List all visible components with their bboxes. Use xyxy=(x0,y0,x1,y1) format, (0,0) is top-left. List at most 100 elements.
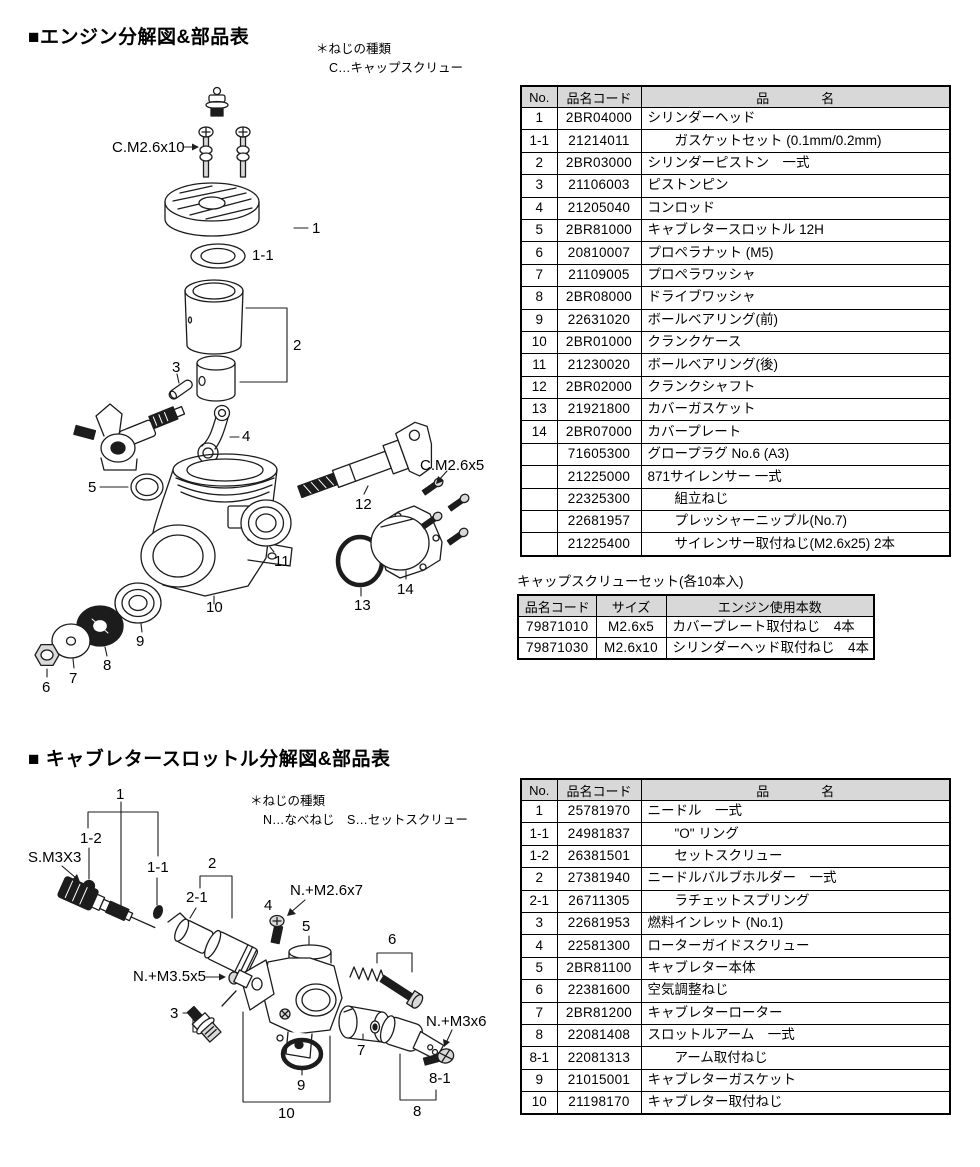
engine-diagram-drawing xyxy=(34,86,470,678)
cell-code: 21225400 xyxy=(556,532,642,557)
callout-carb-1-1: 1-1 xyxy=(147,859,169,876)
cell-code: 21015001 xyxy=(556,1068,642,1093)
cell-name: カバープレート xyxy=(640,420,951,444)
cell-code: 22681953 xyxy=(556,911,642,936)
callout-carb-10: 10 xyxy=(278,1105,295,1122)
cell-no: 9 xyxy=(520,1068,558,1093)
carb-screw-note-line1: ＊ねじの種類 xyxy=(250,794,326,808)
needle-assembly-drawing xyxy=(57,876,156,929)
cell-name: ボールベアリング(前) xyxy=(640,308,951,332)
callout-carb-nm267: N.+M2.6x7 xyxy=(290,882,363,899)
callout-engine-11: 11 xyxy=(274,553,290,570)
cell-code: 21225000 xyxy=(556,465,642,489)
table-row: 21225400 サイレンサー取付ねじ(M2.6x25) 2本 xyxy=(520,532,951,557)
cell-code: 24981837 xyxy=(556,822,642,846)
cell-no: 12 xyxy=(520,375,558,400)
cell-name: プレッシャーニップル(No.7) xyxy=(640,510,951,534)
header-no: No. xyxy=(520,85,558,108)
cell-name: "O" リング xyxy=(640,822,951,846)
cell-code: 2BR81100 xyxy=(556,956,642,981)
cell-no: 1 xyxy=(520,799,558,824)
cell-name: ボールベアリング(後) xyxy=(640,353,951,377)
callout-engine-9: 9 xyxy=(136,633,145,650)
arm-screw-drawing xyxy=(422,1048,455,1066)
cell-code: 2BR01000 xyxy=(556,330,642,355)
cell-no: 2 xyxy=(520,867,558,891)
callout-engine-3: 3 xyxy=(172,359,181,376)
callout-carb-1-2: 1-2 xyxy=(80,830,102,847)
cell-name: キャブレター取付ねじ xyxy=(640,1091,951,1115)
cell-name: ニードルバルブホルダー 一式 xyxy=(640,867,951,891)
carb-screw-note-line2: N…なべねじ S…セットスクリュー xyxy=(263,812,468,827)
cell-name: 空気調整ねじ xyxy=(640,979,951,1003)
carb-gasket-drawing xyxy=(280,1037,324,1071)
cell-name: クランクケース xyxy=(640,330,951,355)
cell-code: 2BR04000 xyxy=(556,106,642,131)
cell-no: 1-2 xyxy=(520,844,558,869)
cell-code: 21106003 xyxy=(556,174,642,198)
callout-carb-5: 5 xyxy=(302,918,311,935)
cell-code: 22325300 xyxy=(556,487,642,512)
cell-name: アーム取付ねじ xyxy=(640,1046,951,1070)
cell-code: 26381501 xyxy=(556,844,642,869)
cell-no: 1-1 xyxy=(520,129,558,153)
cell-no xyxy=(520,442,558,467)
head-screws-drawing xyxy=(198,126,251,178)
cell-name: サイレンサー取付ねじ(M2.6x25) 2本 xyxy=(640,532,951,557)
rear-bearing-drawing xyxy=(240,499,292,547)
cell-code: 2BR81000 xyxy=(556,218,642,243)
prop-nut-drawing xyxy=(34,643,60,667)
cell-no: 6 xyxy=(520,241,558,265)
table-header-row: No. 品名コード 品 名 xyxy=(520,778,951,801)
callout-engine-1: 1 xyxy=(312,220,321,237)
callout-carb-nm3x6: N.+M3x6 xyxy=(426,1013,487,1030)
cell-no: 7 xyxy=(520,1001,558,1025)
cell-code: 21109005 xyxy=(556,263,642,288)
cell-no xyxy=(520,487,558,512)
capset-caption: キャップスクリューセット(各10本入) xyxy=(517,574,744,589)
carb-diagram-drawing xyxy=(57,801,455,1103)
cell-code: 2BR07000 xyxy=(556,420,642,444)
crankshaft-drawing xyxy=(297,421,433,499)
carb-screw-note: ＊ねじの種類 N…なべねじ S…セットスクリュー xyxy=(250,792,468,830)
cell-no: 2 xyxy=(520,151,558,176)
header-name: 品 名 xyxy=(640,85,951,108)
callout-engine-1-1: 1-1 xyxy=(252,247,274,264)
throttle-arm-drawing xyxy=(379,1015,445,1061)
callout-carb-2-1: 2-1 xyxy=(186,889,208,906)
cell-name: 871サイレンサー 一式 xyxy=(640,465,951,489)
cell-size: M2.6x10 xyxy=(595,637,667,660)
cover-plate-drawing xyxy=(370,505,443,579)
cell-name: キャブレターローター xyxy=(640,1001,951,1025)
cell-code: 22081313 xyxy=(556,1046,642,1070)
cell-name: スロットルアーム 一式 xyxy=(640,1023,951,1048)
cell-name: 組立ねじ xyxy=(640,487,951,512)
callout-carb-nm3555: N.+M3.5x5 xyxy=(133,968,206,985)
cell-no: 13 xyxy=(520,398,558,422)
callout-engine-2: 2 xyxy=(293,337,302,354)
callout-carb-1: 1 xyxy=(116,786,125,803)
cell-no xyxy=(520,510,558,534)
piston-pin-drawing xyxy=(168,379,193,400)
cell-name: プロペラナット (M5) xyxy=(640,241,951,265)
cell-name: グロープラグ No.6 (A3) xyxy=(640,442,951,467)
throttle-stop-screw-drawing xyxy=(228,969,253,989)
cell-no: 6 xyxy=(520,979,558,1003)
